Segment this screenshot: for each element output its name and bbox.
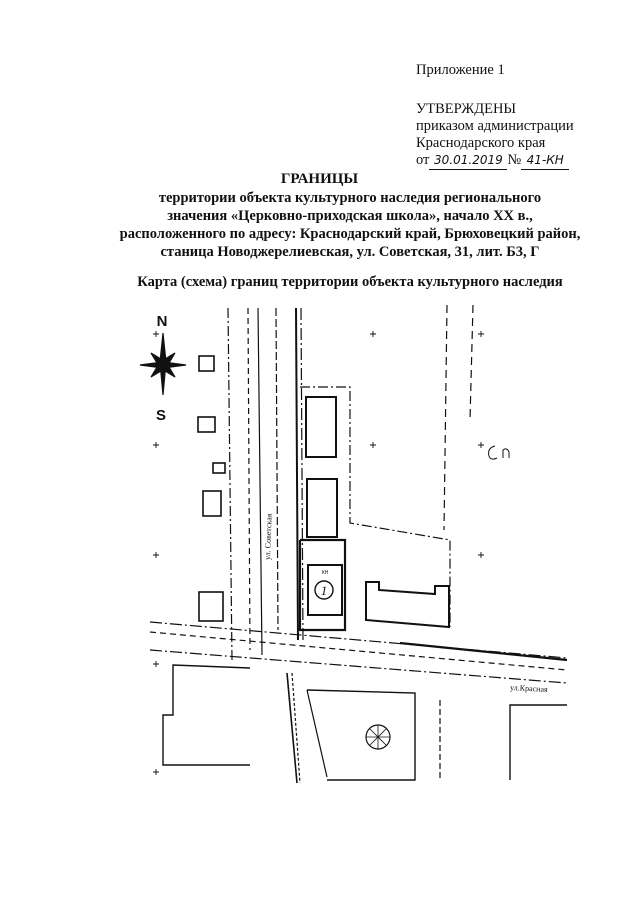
street-label-krasnaya: ул.Красная [510, 683, 548, 694]
approved-label: УТВЕРЖДЕНЫ [416, 101, 517, 117]
title-line-4: станица Новоджерелиевская, ул. Советская… [160, 244, 540, 260]
title-line-2: значения «Церковно-приходская школа», на… [167, 208, 533, 224]
building [198, 355, 215, 372]
compass-north: N [157, 313, 168, 330]
order-line-1: приказом администрации [416, 118, 574, 134]
date-prefix: от [416, 152, 430, 168]
building [202, 490, 222, 517]
building [198, 591, 224, 622]
order-number: 41-КН [521, 152, 570, 170]
building [197, 416, 216, 433]
street-line [291, 672, 301, 784]
compass-south: S [156, 407, 166, 424]
compass-rose-icon [139, 332, 187, 396]
title-line-3: расположенного по адресу: Краснодарский … [119, 226, 581, 242]
title-line-1: территории объекта культурного наследия … [158, 190, 542, 206]
document-title: ГРАНИЦЫ [280, 171, 359, 187]
building [212, 462, 226, 474]
street-line [306, 689, 328, 778]
order-line-2: Краснодарского края [416, 135, 546, 151]
street-line [286, 672, 298, 784]
grid-crosses [153, 331, 484, 775]
street-sovetskaya-lines [227, 307, 304, 661]
number-prefix: № [507, 152, 522, 168]
tree-rose-icon [365, 724, 391, 750]
parcel [509, 704, 567, 780]
object-number: 1 [321, 583, 328, 598]
building [306, 478, 338, 538]
order-date: 30.01.2019 [429, 152, 508, 170]
object-marker [314, 580, 334, 600]
object-building [307, 564, 343, 616]
object-territory-boundary [298, 538, 347, 632]
appendix-label: Приложение 1 [416, 62, 505, 78]
parcel [306, 689, 416, 781]
map-caption: Карта (схема) границ территории объекта … [137, 274, 563, 290]
building-label: КН [322, 570, 329, 576]
building [305, 396, 337, 458]
street-label-sovetskaya: ул. Советская [263, 513, 274, 560]
handwritten-mark [488, 445, 510, 460]
lot-boundary [300, 386, 451, 627]
street-krasnaya-lines [149, 621, 568, 684]
parcel [162, 664, 251, 766]
building [365, 581, 450, 629]
dashed-boundary [469, 304, 474, 421]
dashed-boundary [443, 304, 448, 531]
